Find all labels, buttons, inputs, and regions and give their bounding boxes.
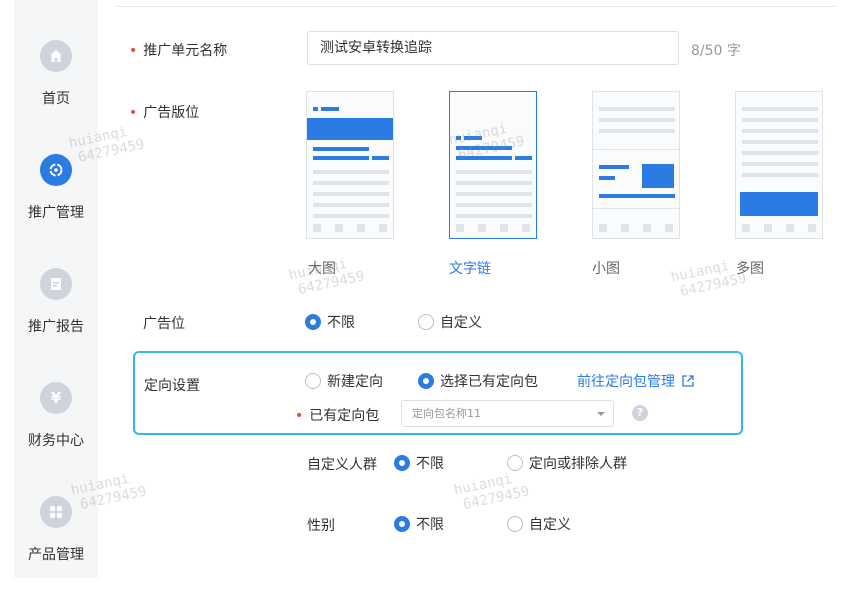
gender-unlimited-radio[interactable]: 不限 xyxy=(394,514,444,534)
ad-slot-label: •广告版位 xyxy=(129,105,200,121)
radio-dot xyxy=(305,373,321,389)
required-marker: • xyxy=(129,105,138,121)
sidebar-item-promotion[interactable]: 推广管理 xyxy=(14,154,98,222)
promotion-icon xyxy=(40,154,72,186)
audience-include-exclude-radio[interactable]: 定向或排除人群 xyxy=(507,453,627,473)
custom-audience-label: 自定义人群 xyxy=(307,457,377,473)
gender-custom-radio[interactable]: 自定义 xyxy=(507,514,571,534)
ad-position-custom-radio[interactable]: 自定义 xyxy=(418,312,482,332)
yuan-icon: ¥ xyxy=(40,382,72,414)
radio-dot xyxy=(305,314,321,330)
required-marker: • xyxy=(295,408,304,424)
new-targeting-radio[interactable]: 新建定向 xyxy=(305,371,383,391)
audience-unlimited-radio[interactable]: 不限 xyxy=(394,453,444,473)
home-icon xyxy=(40,40,72,72)
grid-icon xyxy=(40,496,72,528)
chevron-down-icon xyxy=(597,412,605,416)
ad-position-label: 广告位 xyxy=(143,316,185,332)
sidebar-item-home[interactable]: 首页 xyxy=(14,40,98,108)
radio-dot xyxy=(418,314,434,330)
sidebar-item-report[interactable]: 推广报告 xyxy=(14,268,98,336)
ad-position-unlimited-radio[interactable]: 不限 xyxy=(305,312,355,332)
report-icon xyxy=(40,268,72,300)
existing-package-label: •已有定向包 xyxy=(295,408,380,424)
sidebar-item-label: 首页 xyxy=(42,91,70,107)
slot-caption-text-link: 文字链 xyxy=(449,261,491,277)
slot-caption-multi-image: 多图 xyxy=(736,261,764,277)
slot-caption-small-image: 小图 xyxy=(592,261,620,277)
gender-label: 性别 xyxy=(307,518,335,534)
targeting-label: 定向设置 xyxy=(144,378,200,394)
char-counter: 8/50 字 xyxy=(691,43,741,59)
sidebar-item-products[interactable]: 产品管理 xyxy=(14,496,98,564)
slot-option-multi-image[interactable] xyxy=(735,91,823,239)
radio-dot xyxy=(507,455,523,471)
sidebar-item-label: 推广报告 xyxy=(28,319,84,335)
manage-package-link[interactable]: 前往定向包管理 xyxy=(577,371,695,391)
radio-dot xyxy=(418,373,434,389)
slot-option-text-link[interactable] xyxy=(449,91,537,239)
form-panel: •推广单元名称 测试安卓转换追踪 8/50 字 •广告版位 xyxy=(116,6,836,578)
external-link-icon xyxy=(682,375,694,387)
sidebar: 首页 推广管理 推广报告 ¥ 财务中心 产品管理 xyxy=(14,0,98,578)
sidebar-item-label: 产品管理 xyxy=(28,547,84,563)
radio-dot xyxy=(507,516,523,532)
targeting-package-select[interactable]: 定向包名称11 xyxy=(401,400,614,427)
question-icon[interactable]: ? xyxy=(632,405,648,421)
unit-name-label: •推广单元名称 xyxy=(129,43,228,59)
slot-caption-big-image: 大图 xyxy=(308,261,336,277)
sidebar-item-label: 财务中心 xyxy=(28,433,84,449)
existing-package-radio[interactable]: 选择已有定向包 xyxy=(418,371,538,391)
slot-option-big-image[interactable] xyxy=(306,91,394,239)
radio-dot xyxy=(394,455,410,471)
sidebar-item-finance[interactable]: ¥ 财务中心 xyxy=(14,382,98,450)
required-marker: • xyxy=(129,43,138,59)
sidebar-item-label: 推广管理 xyxy=(28,205,84,221)
targeting-section xyxy=(133,351,743,435)
slot-option-small-image[interactable] xyxy=(592,91,680,239)
unit-name-input[interactable]: 测试安卓转换追踪 xyxy=(307,31,679,65)
radio-dot xyxy=(394,516,410,532)
